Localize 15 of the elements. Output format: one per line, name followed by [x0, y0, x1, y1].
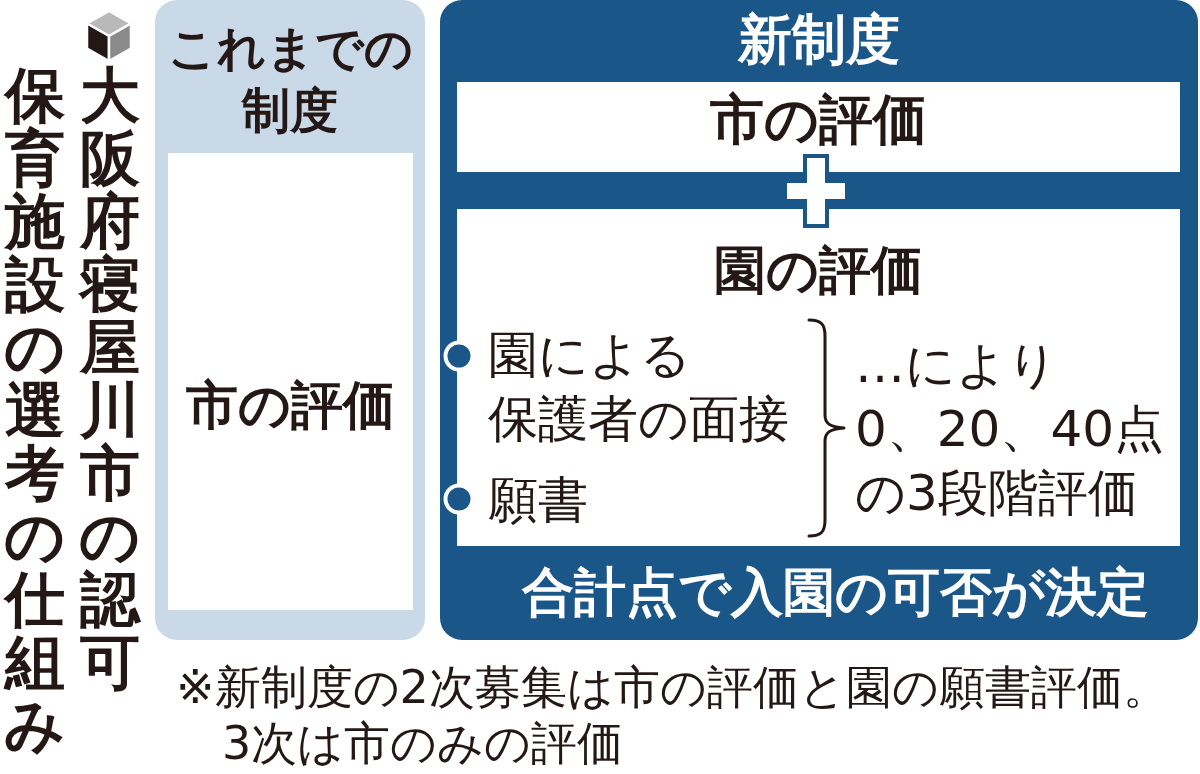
- evaluation-box: [168, 153, 413, 610]
- result-text: …により0、20、40点の3段階評価: [855, 335, 1165, 524]
- panel-heading: 新制度: [736, 10, 901, 70]
- vertical-title: 大阪府寝屋川市の認可保育施設の選考の仕組み: [5, 64, 140, 757]
- result-text: 合計点で入園の可否が決定: [520, 562, 1150, 622]
- footnote: ※新制度の2次募集は市の評価と園の願書評価。3次は市のみの評価: [176, 659, 1169, 771]
- box-text: 市の評価: [185, 375, 396, 435]
- panel-heading: これまでの制度: [166, 19, 414, 140]
- evaluation-box: [457, 82, 1180, 172]
- box-text: 市の評価: [709, 90, 928, 150]
- list-item: 願書: [488, 470, 588, 531]
- list-item: 園による保護者の面接: [488, 325, 789, 450]
- box-heading: 園の評価: [713, 240, 924, 300]
- system-panel: [440, 0, 1198, 640]
- system-panel: [155, 0, 425, 640]
